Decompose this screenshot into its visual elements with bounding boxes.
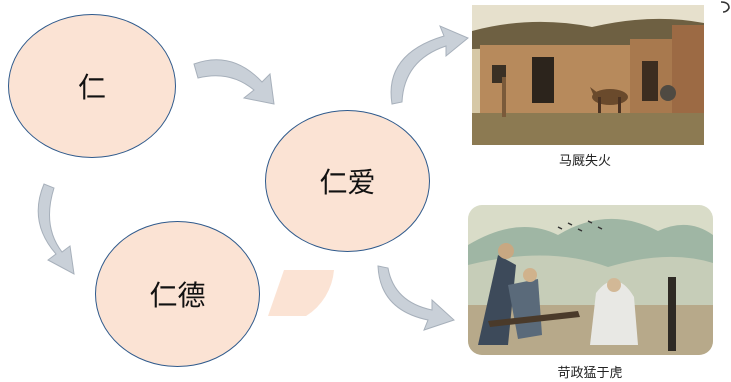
node-rende: 仁德 <box>95 221 260 367</box>
partial-circle-wedge <box>268 270 334 316</box>
corner-mark-icon <box>720 1 730 13</box>
caption-stable-fire: 马厩失火 <box>558 154 611 169</box>
curved-arrow-icon <box>193 59 275 105</box>
curved-arrow-icon <box>390 25 469 105</box>
node-rende-label: 仁德 <box>149 279 206 312</box>
caption-tyranny: 苛政猛于虎 <box>557 366 623 381</box>
node-ren-label: 仁 <box>77 71 106 104</box>
node-ren: 仁 <box>8 14 176 158</box>
curved-arrow-icon <box>377 265 455 331</box>
node-renai: 仁爱 <box>265 110 430 252</box>
curved-arrow-icon <box>37 183 75 275</box>
node-renai-label: 仁爱 <box>319 166 376 199</box>
tyranny-painting <box>468 205 713 355</box>
stable-fire-painting <box>472 5 704 145</box>
